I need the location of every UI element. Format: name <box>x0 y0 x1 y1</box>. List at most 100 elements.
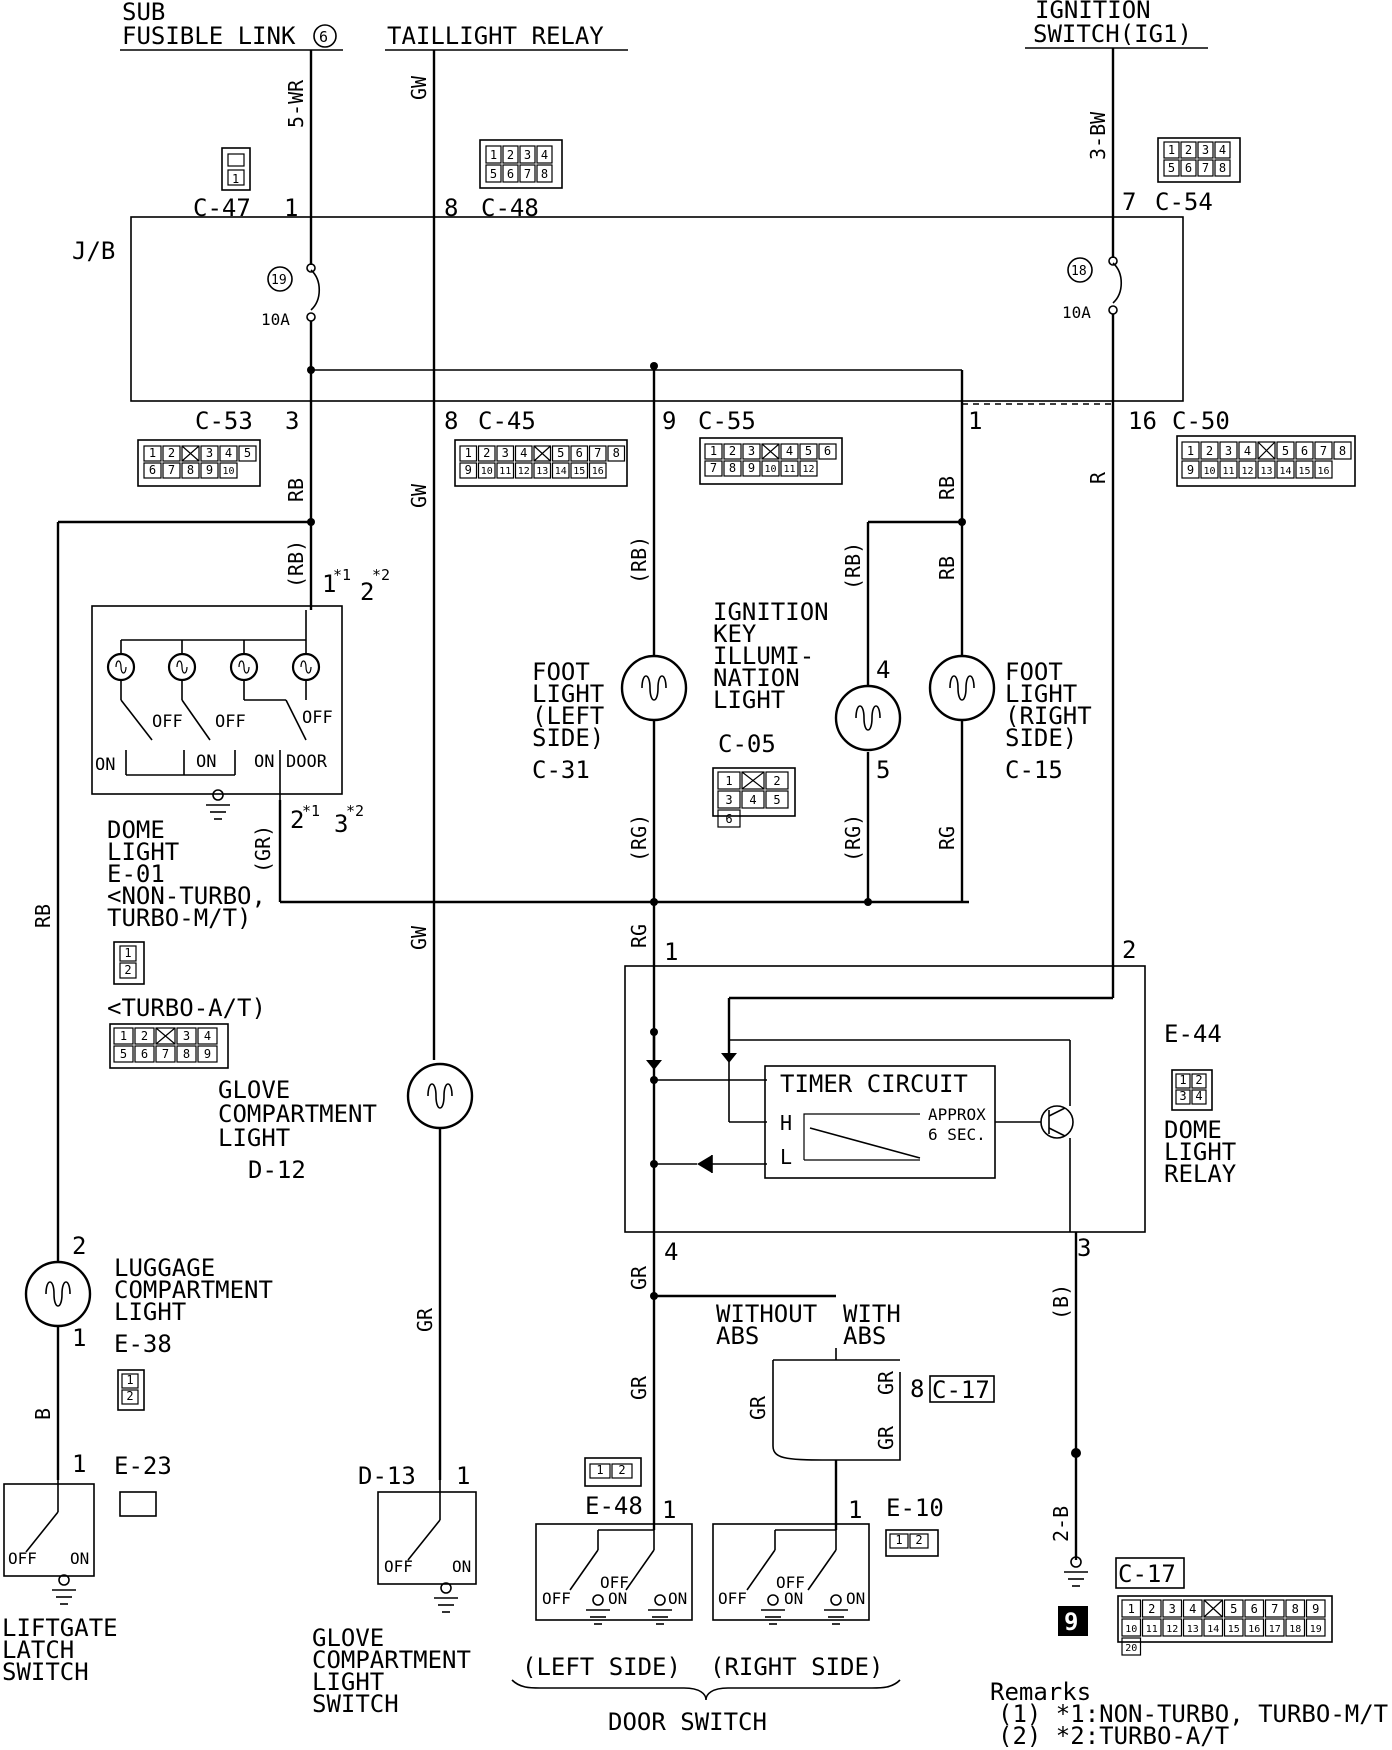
glove-light-label: GLOVE COMPARTMENT LIGHT D-12 <box>218 1076 377 1184</box>
svg-text:LIGHT: LIGHT <box>532 680 604 708</box>
c55-pin-cell <box>761 443 780 460</box>
e44-pin-number: 3 <box>1179 1089 1186 1103</box>
e01_at-pin-cell <box>134 1027 155 1045</box>
c53-pin-cell <box>143 445 162 462</box>
c53-pin-number: 6 <box>149 463 156 477</box>
c17-pin-number: 10 <box>1125 1624 1137 1635</box>
svg-text:*1: *1 <box>302 802 320 820</box>
timer-circuit: TIMER CIRCUIT <box>780 1070 968 1098</box>
c45-pin-cell <box>588 445 607 462</box>
c45-pin-number: 13 <box>536 466 548 477</box>
c45-connector-icon <box>454 439 628 487</box>
c54-pin-cell <box>1197 141 1214 159</box>
e01-at-connector-icon <box>109 1023 229 1069</box>
c17-pin-cell <box>1141 1599 1162 1618</box>
svg-text:1: 1 <box>322 570 336 598</box>
c55-pin-number: 10 <box>764 464 776 475</box>
c17-connector-icon <box>1117 1595 1333 1643</box>
svg-text:3: 3 <box>1077 1234 1091 1262</box>
c50-pin-number: 16 <box>1317 466 1329 477</box>
e48-pin-cell <box>611 1463 633 1479</box>
svg-text:COMPARTMENT: COMPARTMENT <box>218 1100 377 1128</box>
svg-text:C-05: C-05 <box>718 730 776 758</box>
c50-pin-number: 1 <box>1187 444 1194 458</box>
wire-b-lift: B <box>31 1408 55 1420</box>
svg-text:SWITCH: SWITCH <box>312 1690 399 1718</box>
c17-pin-number: 17 <box>1269 1624 1281 1635</box>
c17-pin-cell <box>1203 1618 1224 1637</box>
c45-pin-cell <box>570 462 589 479</box>
svg-text:ON: ON <box>196 752 216 772</box>
svg-text:COMPARTMENT: COMPARTMENT <box>114 1276 273 1304</box>
c17-pin-cell <box>1223 1599 1244 1618</box>
svg-text:4: 4 <box>876 656 890 684</box>
c17-pin-cell <box>1182 1618 1203 1637</box>
c53-pin-cell <box>238 445 257 462</box>
wire-gr-relay-out: GR <box>627 1265 651 1290</box>
c55-pin-cell <box>723 443 742 460</box>
svg-text:NATION: NATION <box>713 664 800 692</box>
c45-pin-number: 14 <box>555 466 567 477</box>
ignition-switch-line2: SWITCH(IG1) <box>1033 20 1192 48</box>
svg-text:IGNITION: IGNITION <box>713 598 829 626</box>
e10-pin-cell <box>889 1533 909 1549</box>
c50-pin-16: 16 <box>1128 407 1157 435</box>
c53-blank-pin <box>181 445 200 462</box>
e01_at-pin-number: 6 <box>141 1047 148 1061</box>
c50-pin-cell <box>1276 460 1295 479</box>
svg-text:C-15: C-15 <box>1005 756 1063 784</box>
e44-connector-icon <box>1171 1069 1213 1111</box>
c45-pin-cell <box>496 445 515 462</box>
svg-text:GLOVE: GLOVE <box>312 1624 384 1652</box>
e01-pin-number: 1 <box>124 946 131 960</box>
c55-pin-number: 8 <box>729 461 736 475</box>
svg-text:APPROX: APPROX <box>928 1105 986 1124</box>
c50-pin-number: 15 <box>1298 466 1310 477</box>
svg-text:OFF: OFF <box>302 708 333 728</box>
c50-pin-number: 3 <box>1225 444 1232 458</box>
c50-pin-number: 11 <box>1222 466 1234 477</box>
wire-rb-paren-ign: (RB) <box>841 542 865 590</box>
svg-text:3: 3 <box>334 810 348 838</box>
c48-pin-number: 6 <box>507 167 514 181</box>
c48-pin-number: 5 <box>490 167 497 181</box>
c45-pin-number: 5 <box>557 446 564 460</box>
c17-pin-number: 9 <box>1312 1602 1319 1616</box>
c45-pin-cell <box>533 445 552 462</box>
c45-pin-cell <box>570 445 589 462</box>
c54-pin-cell <box>1163 159 1180 177</box>
e01_at-pin-number: 8 <box>183 1047 190 1061</box>
svg-text:GR: GR <box>874 1370 898 1395</box>
e01_at-pin-cell <box>113 1027 134 1045</box>
c54-pin-number: 3 <box>1202 143 1209 157</box>
foot-light-right-lamp <box>928 654 996 722</box>
c45-pin-number: 12 <box>518 466 530 477</box>
c17-pin-number: 14 <box>1207 1624 1219 1635</box>
c50-pin-cell <box>1295 441 1314 460</box>
c48-pin-cell <box>502 164 519 183</box>
svg-text:2: 2 <box>72 1232 86 1260</box>
c50-pin-cell <box>1181 460 1200 479</box>
e44-pin-number: 4 <box>1195 1089 1202 1103</box>
glove-switch-label: GLOVE COMPARTMENT LIGHT SWITCH <box>312 1624 471 1718</box>
e01_at-pin-number: 9 <box>204 1047 211 1061</box>
c45-pin-number: 3 <box>502 446 509 460</box>
dome-bulb-3 <box>229 652 259 682</box>
svg-text:(1) *1:NON-TURBO, TURBO-M/T: (1) *1:NON-TURBO, TURBO-M/T <box>998 1700 1388 1728</box>
svg-text:Remarks: Remarks <box>990 1678 1091 1706</box>
svg-text:LIGHT: LIGHT <box>1005 680 1077 708</box>
wire-rb-foot-right: RB <box>935 556 959 580</box>
foot-light-left-lamp <box>620 654 688 722</box>
c17-pin-number: 3 <box>1169 1602 1176 1616</box>
e23-connector-icon <box>119 1491 157 1517</box>
c17-pin-number: 19 <box>1310 1624 1322 1635</box>
c50-pin-number: 12 <box>1241 466 1253 477</box>
e01-connector-icon <box>113 941 145 985</box>
e48-pin-cell <box>589 1463 611 1479</box>
c45-pin-number: 11 <box>499 466 511 477</box>
wire-gw-c45: GW <box>407 483 431 508</box>
abs-option: WITHOUT ABS WITH ABS GR GR GR 8 C-17 <box>716 1300 995 1500</box>
wire-gr-door: GR <box>627 1375 651 1400</box>
svg-text:(LEFT: (LEFT <box>532 702 604 730</box>
svg-text:(RIGHT SIDE): (RIGHT SIDE) <box>710 1653 883 1681</box>
